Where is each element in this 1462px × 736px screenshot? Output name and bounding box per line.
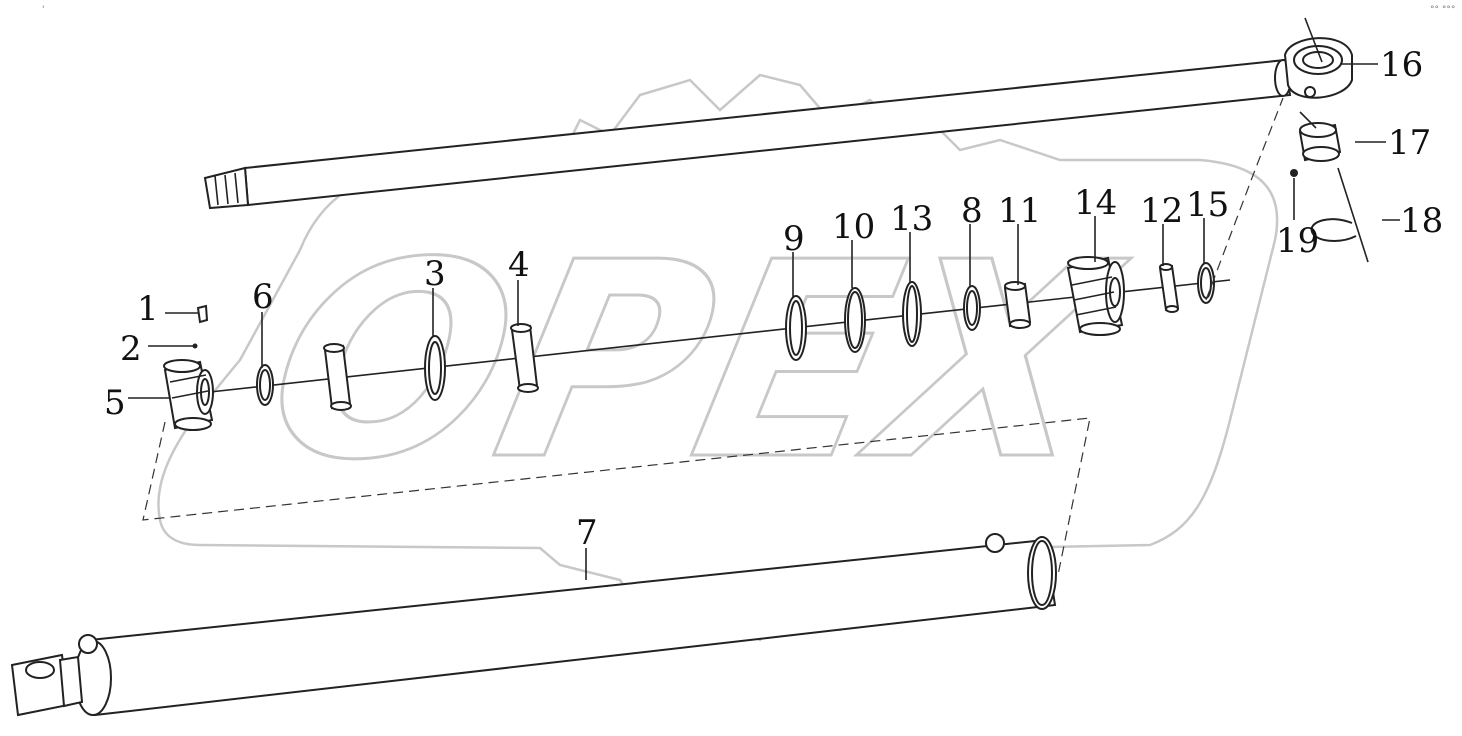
ring-part-15 <box>1197 262 1215 304</box>
o-ring-part-10 <box>844 287 866 353</box>
rod-eye-part-16 <box>1283 17 1353 99</box>
circlip-part-18 <box>1310 167 1369 263</box>
callout-16: 16 <box>1380 45 1423 85</box>
callout-labels: 1 2 3 4 5 6 7 8 9 10 11 12 13 14 15 16 1… <box>104 45 1443 553</box>
ring-part-12 <box>1158 263 1180 313</box>
cylinder-barrel <box>10 533 1057 717</box>
callout-2: 2 <box>120 329 142 369</box>
corner-mark-top-right: °° °°° <box>1430 5 1455 15</box>
bushing-part-17 <box>1298 111 1342 162</box>
ball-part-2 <box>192 343 198 349</box>
watermark-text: OPEX <box>245 206 1143 519</box>
callout-1: 1 <box>137 289 159 329</box>
guide-part-5 <box>163 359 214 431</box>
callout-9: 9 <box>783 219 805 259</box>
callout-19: 19 <box>1276 221 1319 261</box>
leader-lines <box>128 63 1400 580</box>
ring-part-6 <box>256 364 274 406</box>
callout-7: 7 <box>576 513 598 553</box>
callout-15: 15 <box>1186 185 1229 225</box>
assembly-axis <box>209 279 1231 393</box>
bushing-part-11 <box>1003 281 1032 329</box>
corner-mark-top-left: ' <box>42 5 44 15</box>
washer <box>323 343 352 411</box>
seal-part-9 <box>785 295 807 361</box>
callout-18: 18 <box>1400 201 1443 241</box>
callout-8: 8 <box>961 191 983 231</box>
callout-5: 5 <box>104 383 126 423</box>
ring-part-3 <box>424 335 446 401</box>
callout-6: 6 <box>252 277 274 317</box>
assembly-dashed-paths <box>142 97 1284 576</box>
callout-10: 10 <box>832 207 875 247</box>
watermark-logo: OPEX <box>157 73 1279 642</box>
callout-14: 14 <box>1074 183 1117 223</box>
ring-part-8 <box>963 285 981 331</box>
bushing-part-4 <box>510 323 539 393</box>
callout-12: 12 <box>1140 191 1183 231</box>
callout-11: 11 <box>998 191 1041 231</box>
grease-nipple-part-19 <box>1290 169 1298 177</box>
callout-3: 3 <box>424 254 446 294</box>
seal-part-13 <box>902 281 922 347</box>
screw-part-1 <box>196 304 209 324</box>
callout-17: 17 <box>1388 123 1431 163</box>
callout-13: 13 <box>890 199 933 239</box>
piston-rod <box>203 58 1292 210</box>
callout-4: 4 <box>508 245 530 285</box>
